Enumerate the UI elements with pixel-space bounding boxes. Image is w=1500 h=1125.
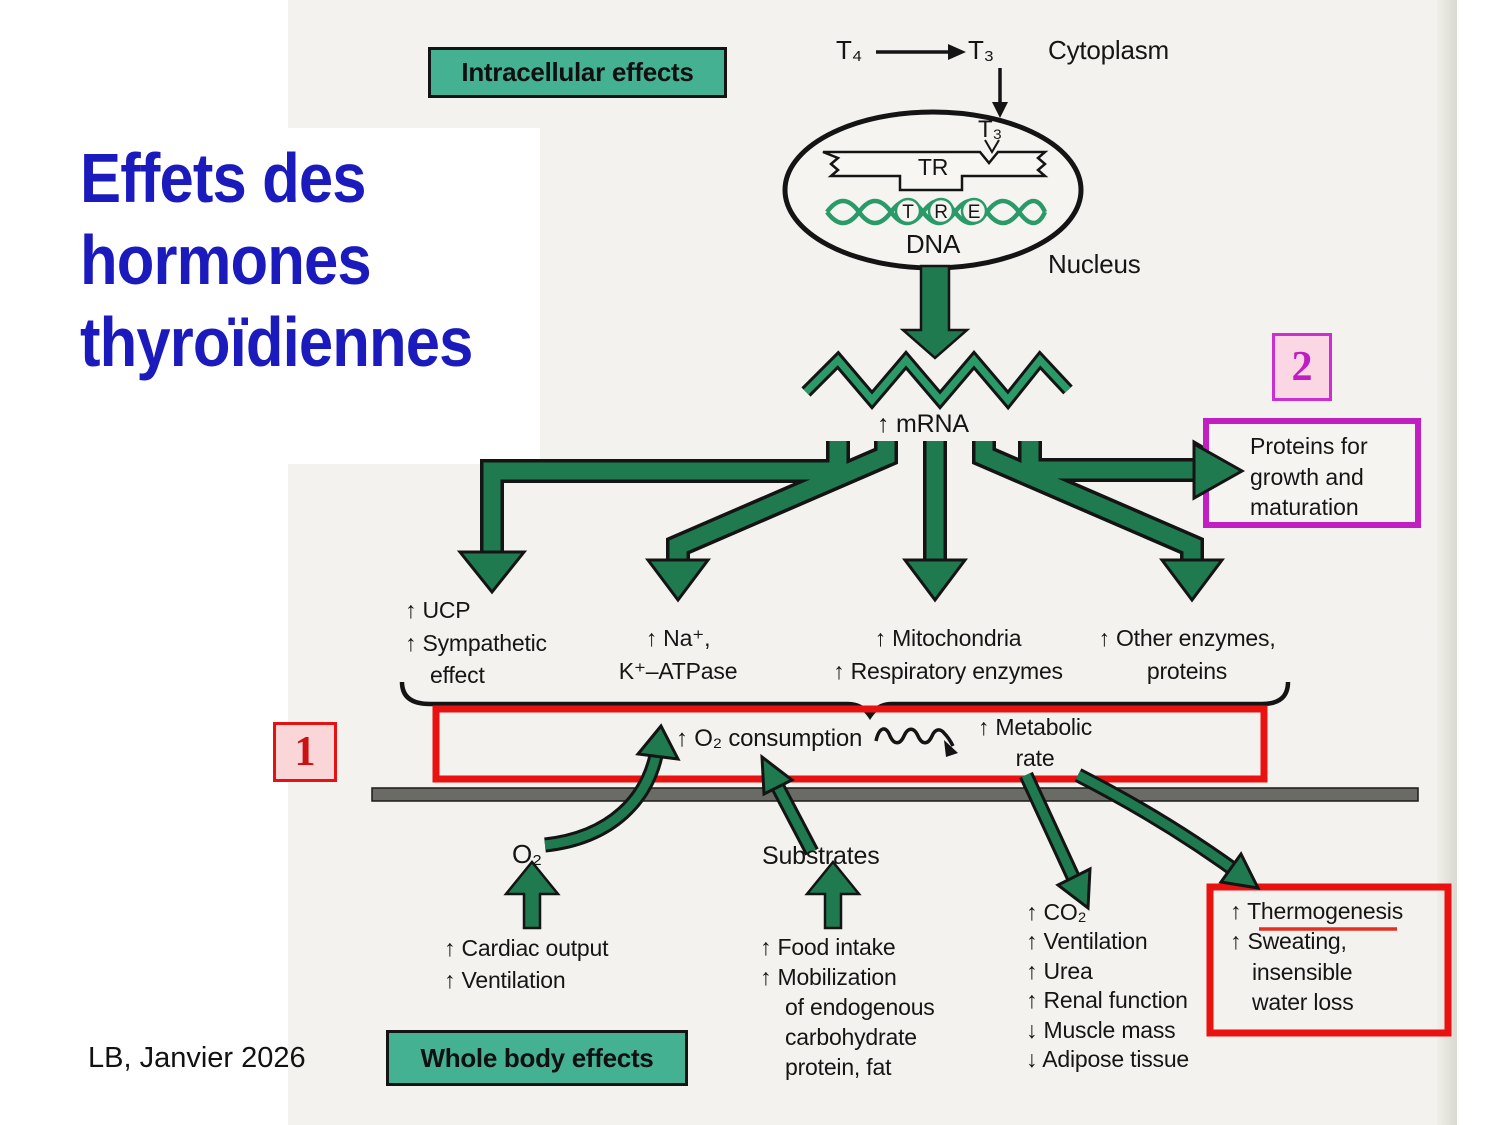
marker-1-badge: 1 (273, 722, 337, 782)
o2-up-arrow-icon (503, 860, 561, 930)
nucleus-to-mrna-arrow-icon (899, 264, 971, 360)
co2-list: ↑ CO₂ ↑ Ventilation ↑ Urea ↑ Renal funct… (1026, 899, 1190, 1073)
t3-into-nucleus-arrow-icon (992, 68, 1008, 118)
grouping-brace-icon (399, 681, 1291, 721)
t4-to-t3-arrow-icon (876, 44, 966, 60)
dna-label: DNA (905, 229, 961, 259)
substrates-up-arrow-icon (804, 860, 862, 930)
tre-letter-r: R (934, 202, 948, 223)
slide-footer: LB, Janvier 2026 (88, 1042, 306, 1074)
proteins-arrowhead-icon (1192, 441, 1246, 501)
o2-consumption-label: ↑ O₂ consumption (676, 725, 863, 752)
mrna-zigzag-icon (801, 349, 1073, 411)
substrates-label: Substrates (762, 842, 880, 870)
tre-circles-icon (894, 197, 988, 225)
intracellular-effects-label: Intracellular effects (428, 47, 727, 98)
t3-label: T₃ (968, 35, 995, 65)
mrna-branch-pipes-icon (456, 439, 1245, 603)
cardiac-list: ↑ Cardiac output ↑ Ventilation (444, 935, 609, 993)
o2-label: O₂ (512, 839, 542, 869)
highlight-box-consumption (432, 705, 1268, 783)
branch-ucp-label: ↑ UCP ↑ Sympathetic effect (405, 597, 547, 689)
membrane-divider-bar (371, 787, 1419, 802)
tr-receptor-ribbon-icon (822, 150, 1049, 192)
tre-letter-e: E (967, 202, 981, 223)
t3-binding-notch-icon (984, 139, 1000, 154)
thermogenesis-list: ↑ Thermogenesis ↑ Sweating, insensible w… (1230, 898, 1403, 1016)
tr-label: TR (917, 154, 949, 180)
scan-edge-shadow (1437, 0, 1457, 1125)
branch-mito-label: ↑ Mitochondria ↑ Respiratory enzymes (833, 625, 1063, 684)
tre-letter-t: T (902, 202, 914, 223)
highlight-box-thermogenesis (1206, 883, 1452, 1037)
slide-title: Effets des hormones thyroïdiennes (80, 139, 473, 381)
title-textbox-background (60, 128, 540, 464)
cross-membrane-arrows-icon (544, 723, 1261, 911)
cytoplasm-label: Cytoplasm (1048, 35, 1170, 65)
nucleus-label: Nucleus (1048, 249, 1141, 279)
branch-other-label: ↑ Other enzymes, proteins (1098, 625, 1276, 684)
metabolic-rate-label: ↑ Metabolic rate (977, 714, 1093, 772)
mrna-label: ↑ mRNA (877, 410, 969, 438)
squiggle-arrow-icon (874, 727, 958, 757)
food-intake-list: ↑ Food intake ↑ Mobilization of endogeno… (760, 934, 935, 1080)
t4-label: T₄ (836, 35, 863, 65)
proteins-box-text: Proteins for growth and maturation (1250, 433, 1368, 521)
branch-atpase-label: ↑ Na⁺, K⁺–ATPase (618, 625, 738, 684)
marker-2-badge: 2 (1272, 333, 1332, 401)
t3-nucleus-label: T₃ (978, 116, 1003, 143)
whole-body-effects-label: Whole body effects (386, 1030, 688, 1086)
